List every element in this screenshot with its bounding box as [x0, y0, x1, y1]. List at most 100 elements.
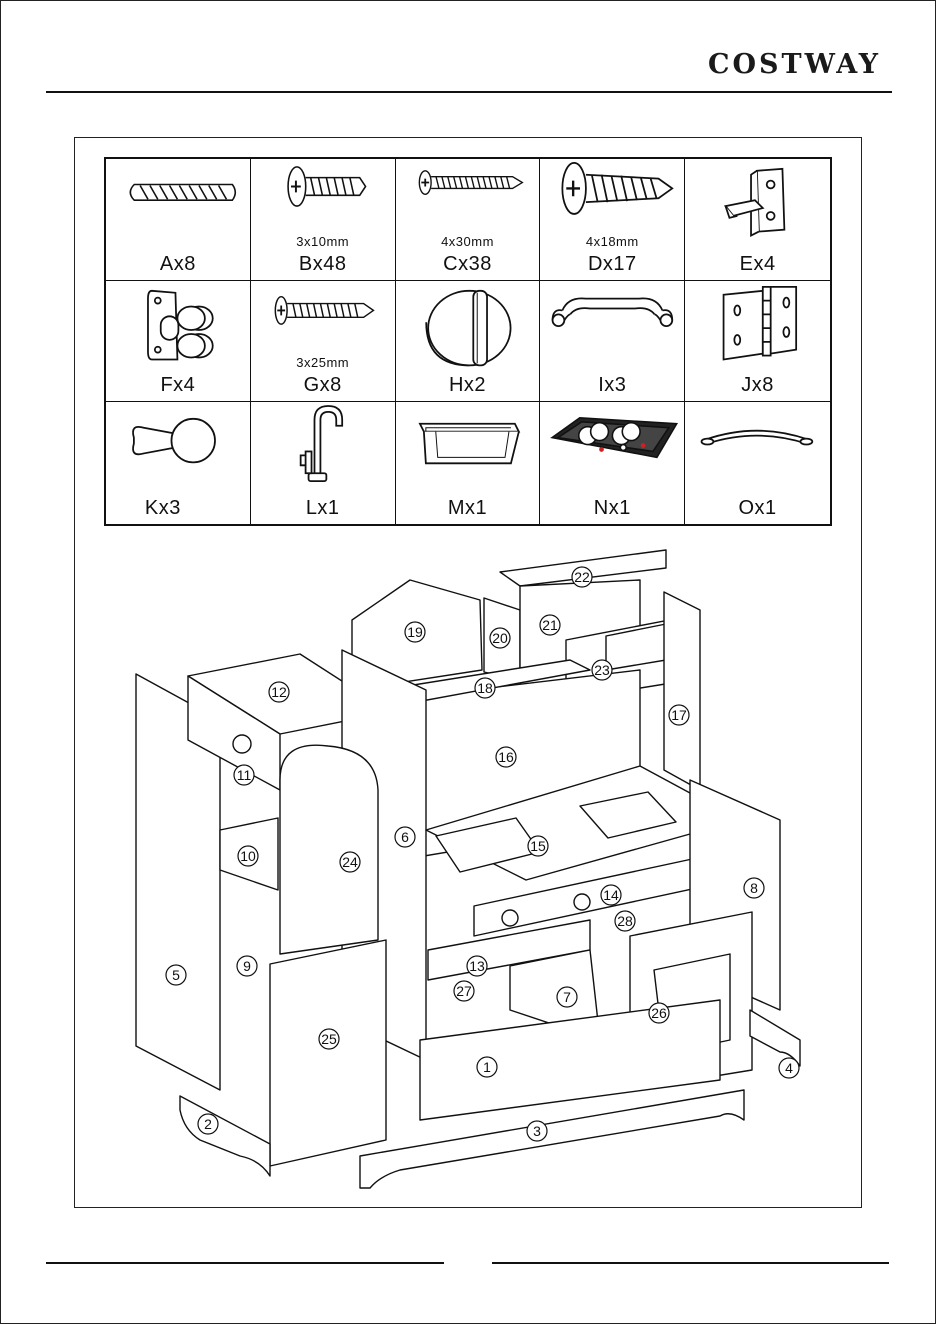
part-number: 10 — [240, 848, 256, 864]
callout-13: 13 — [467, 956, 487, 976]
callout-12: 12 — [269, 682, 289, 702]
part-cell-k: Kx3 — [106, 402, 251, 524]
callout-14: 14 — [601, 885, 621, 905]
callout-19: 19 — [405, 622, 425, 642]
callout-22: 22 — [572, 567, 592, 587]
panel-25 — [270, 940, 386, 1166]
callout-21: 21 — [540, 615, 560, 635]
part-code: Ix3 — [540, 374, 684, 397]
callout-11: 11 — [234, 765, 254, 785]
part-code: Ex4 — [685, 253, 830, 276]
part-number: 8 — [750, 880, 758, 896]
callout-17: 17 — [669, 705, 689, 725]
part-number: 20 — [492, 630, 508, 646]
part-cell-f: Fx4 — [106, 281, 251, 403]
part-number: 23 — [594, 662, 610, 678]
part-number: 1 — [483, 1059, 491, 1075]
part-number: 6 — [401, 829, 409, 845]
panel-17 — [664, 592, 700, 790]
part-code: Kx3 — [76, 497, 250, 520]
part-cell-b: 3x10mm Bx48 — [251, 159, 396, 281]
part-cell-o: Ox1 — [685, 402, 830, 524]
callout-6: 6 — [395, 827, 415, 847]
part-size: 4x30mm — [396, 234, 540, 249]
part-cell-d: 4x18mm Dx17 — [540, 159, 685, 281]
part-number: 13 — [469, 958, 485, 974]
brand-logo: COSTWAY — [708, 48, 893, 82]
callout-25: 25 — [319, 1029, 339, 1049]
part-number: 14 — [603, 887, 619, 903]
parts-grid: Ax8 3x10mm Bx48 4x30mm Cx38 — [104, 157, 832, 526]
part-cell-g: 3x25mm Gx8 — [251, 281, 396, 403]
callout-10: 10 — [238, 846, 258, 866]
callout-9: 9 — [237, 956, 257, 976]
footer-rule-right — [492, 1262, 889, 1264]
panel-24 — [280, 745, 378, 954]
callout-24: 24 — [340, 852, 360, 872]
callout-16: 16 — [496, 747, 516, 767]
part-cell-l: Lx1 — [251, 402, 396, 524]
part-number: 27 — [456, 983, 472, 999]
callout-8: 8 — [744, 878, 764, 898]
part-number: 19 — [407, 624, 423, 640]
callout-2: 2 — [198, 1114, 218, 1134]
part-cell-h: Hx2 — [396, 281, 541, 403]
part-number: 26 — [651, 1005, 667, 1021]
callout-20: 20 — [490, 628, 510, 648]
callout-28: 28 — [615, 911, 635, 931]
part-number: 11 — [237, 767, 252, 783]
part-cell-j: Jx8 — [685, 281, 830, 403]
part-cell-i: Ix3 — [540, 281, 685, 403]
part-code: Jx8 — [685, 374, 830, 397]
part-number: 24 — [342, 854, 358, 870]
callout-26: 26 — [649, 1003, 669, 1023]
part-number: 9 — [243, 958, 251, 974]
part-number: 25 — [321, 1031, 337, 1047]
part-number: 21 — [542, 617, 558, 633]
callout-15: 15 — [528, 836, 548, 856]
part-size: 4x18mm — [540, 234, 684, 249]
part-code: Cx38 — [396, 253, 540, 276]
part-code: Gx8 — [251, 374, 395, 397]
panel-3 — [360, 1090, 744, 1188]
part-number: 22 — [574, 569, 590, 585]
part-code: Mx1 — [396, 497, 540, 520]
part-code: Lx1 — [251, 497, 395, 520]
part-code: Ox1 — [685, 497, 830, 520]
part-cell-n: Nx1 — [540, 402, 685, 524]
callout-4: 4 — [779, 1058, 799, 1078]
callout-3: 3 — [527, 1121, 547, 1141]
callout-18: 18 — [475, 678, 495, 698]
panel-4 — [750, 1010, 800, 1066]
part-number: 16 — [498, 749, 514, 765]
part-code: Nx1 — [540, 497, 684, 520]
callout-27: 27 — [454, 981, 474, 1001]
part-cell-m: Mx1 — [396, 402, 541, 524]
part-code: Ax8 — [106, 253, 250, 276]
part-size: 3x25mm — [251, 355, 395, 370]
part-number: 2 — [204, 1116, 212, 1132]
assembly-drawing: 1 2 3 4 5 6 7 8 9 10 11 12 13 14 15 16 1… — [120, 540, 820, 1200]
callout-23: 23 — [592, 660, 612, 680]
exploded-diagram: 1 2 3 4 5 6 7 8 9 10 11 12 13 14 15 16 1… — [120, 540, 820, 1200]
part-number: 15 — [530, 838, 546, 854]
part-code: Fx4 — [106, 374, 250, 397]
part-cell-a: Ax8 — [106, 159, 251, 281]
part-number: 4 — [785, 1060, 793, 1076]
part-number: 3 — [533, 1123, 541, 1139]
callout-5: 5 — [166, 965, 186, 985]
part-number: 28 — [617, 913, 633, 929]
part-number: 12 — [271, 684, 287, 700]
part-number: 7 — [563, 989, 571, 1005]
part-number: 18 — [477, 680, 493, 696]
callout-7: 7 — [557, 987, 577, 1007]
part-code: Dx17 — [540, 253, 684, 276]
part-size: 3x10mm — [251, 234, 395, 249]
part-code: Hx2 — [396, 374, 540, 397]
callout-1: 1 — [477, 1057, 497, 1077]
part-cell-c: 4x30mm Cx38 — [396, 159, 541, 281]
footer-rule-left — [46, 1262, 444, 1264]
panel-2 — [180, 1096, 270, 1176]
part-cell-e: Ex4 — [685, 159, 830, 281]
header-rule — [46, 91, 892, 93]
